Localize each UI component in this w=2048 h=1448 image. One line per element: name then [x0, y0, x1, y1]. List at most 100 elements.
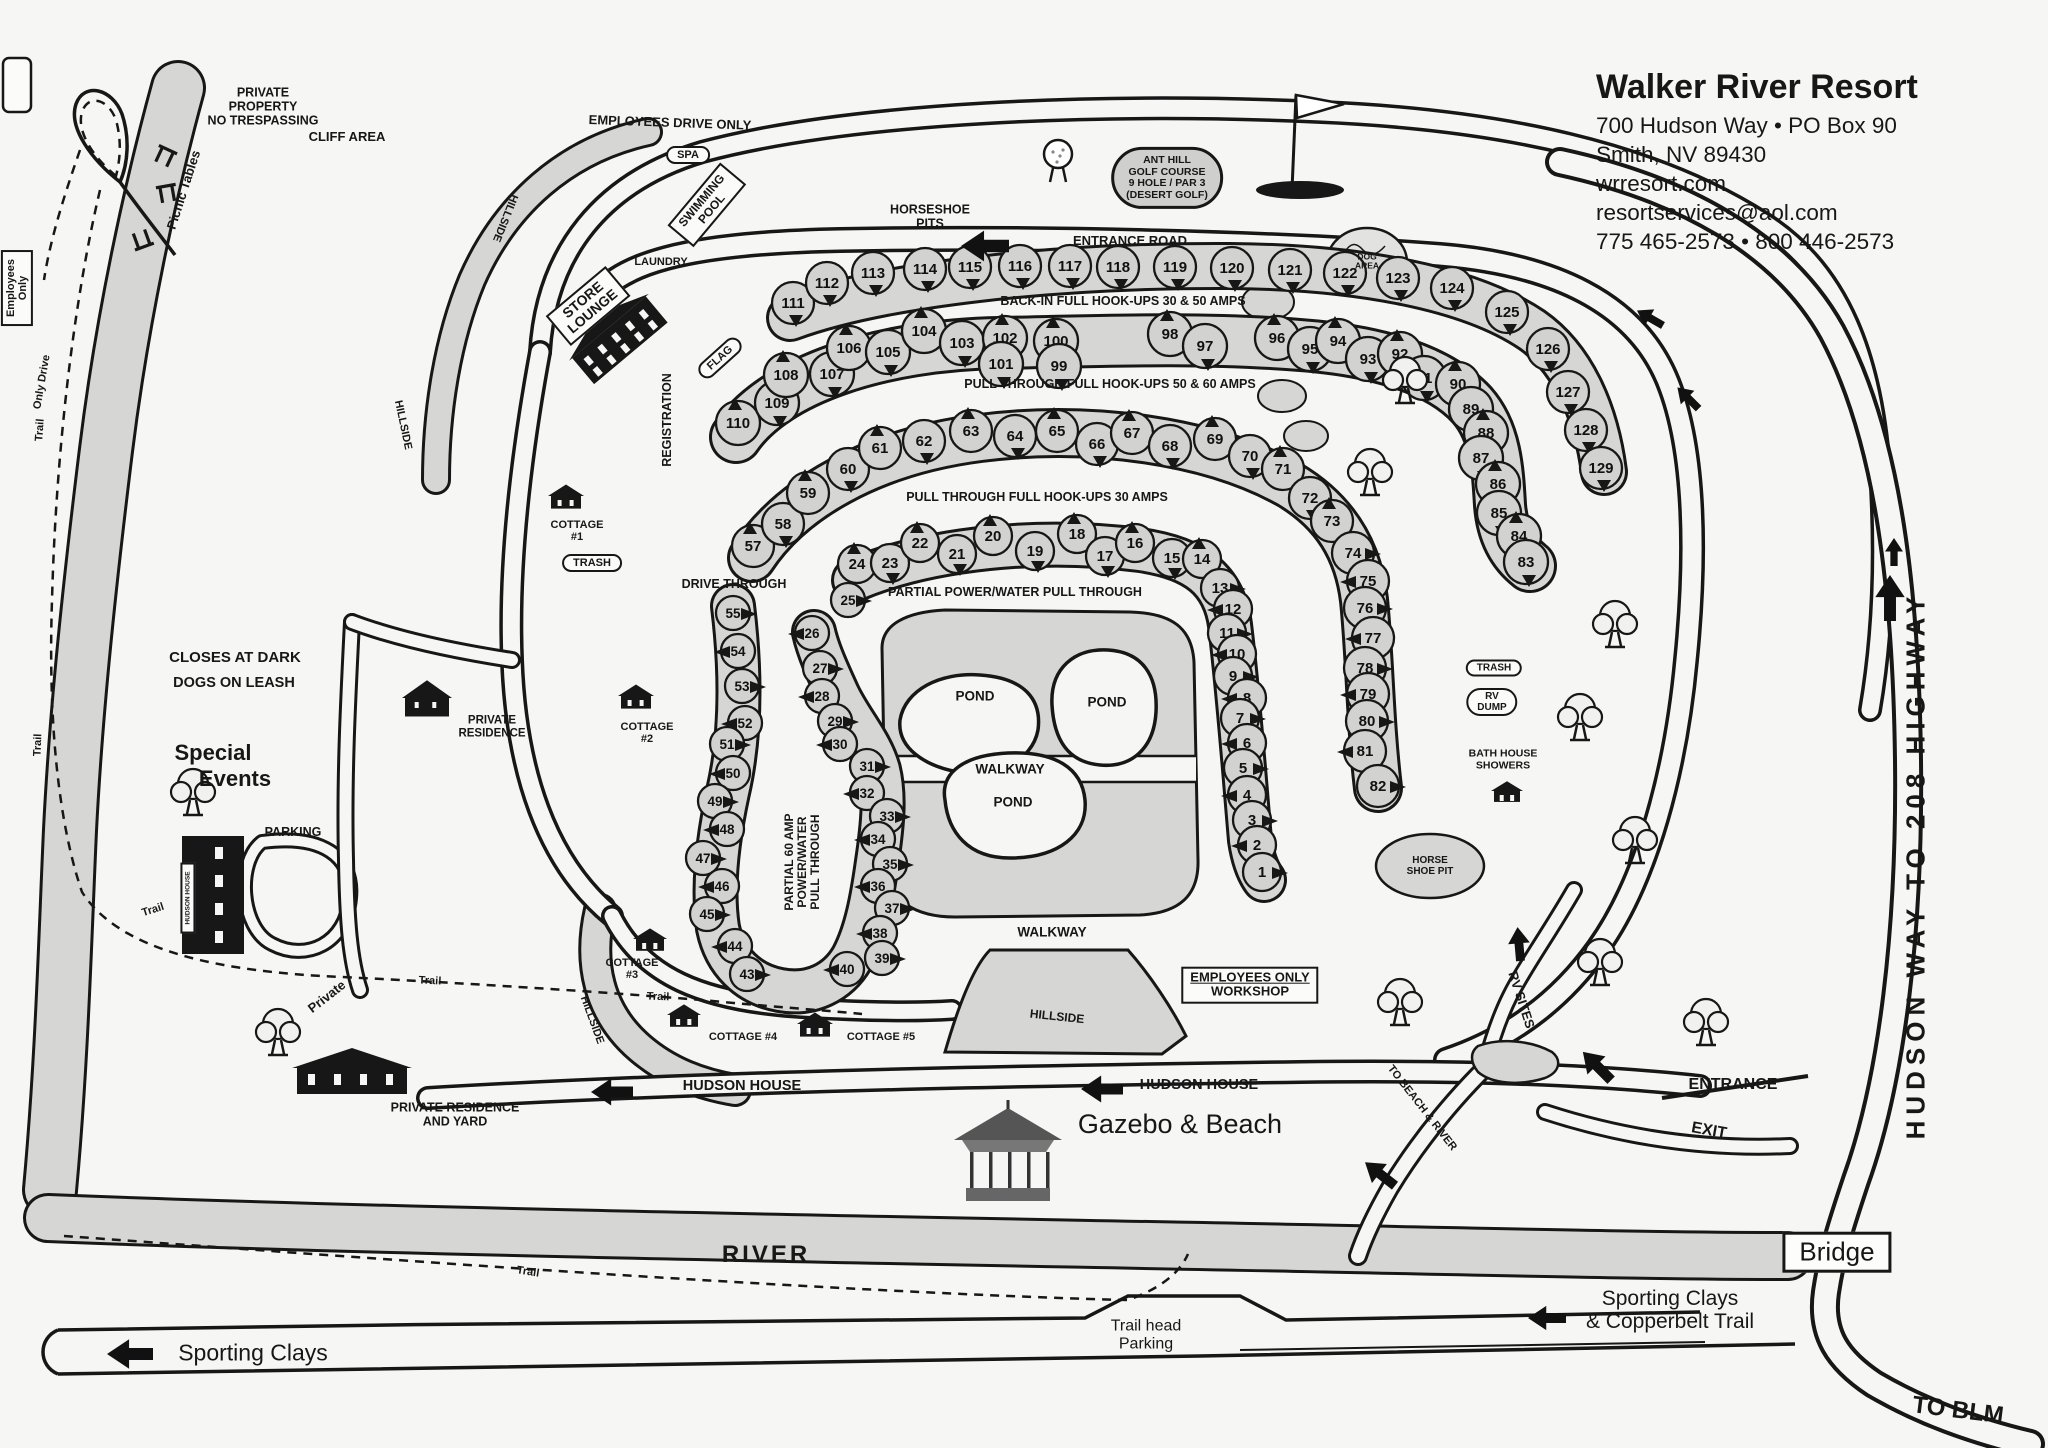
private-residence-building-icon [402, 680, 452, 717]
label-trail-6: Trail [515, 1264, 541, 1280]
svg-text:122: 122 [1332, 265, 1357, 282]
svg-text:44: 44 [727, 939, 743, 954]
site-18: 18 [1056, 512, 1098, 555]
site-58: 58 [760, 501, 806, 548]
svg-text:40: 40 [839, 962, 854, 977]
label-rv-sites: RV SITES [1505, 969, 1538, 1031]
resort-address-line2: Smith, NV 89430 [1596, 142, 1767, 167]
label-hudson-house-e: HUDSON HOUSE [1139, 1077, 1259, 1094]
label-trail-2: Trail [31, 733, 45, 757]
site-108: 108 [762, 350, 810, 399]
site-123: 123 [1375, 255, 1421, 302]
label-picnic-tables: Picnic Tables [163, 148, 204, 232]
site-101: 101 [977, 340, 1025, 389]
label-sporting-copperbelt: Sporting Clays& Copperbelt Trail [1585, 1286, 1755, 1333]
svg-text:59: 59 [800, 485, 817, 502]
site-83: 83 [1502, 538, 1550, 587]
label-laundry: LAUNDRY [634, 255, 688, 268]
store-lounge-building-icon [569, 293, 668, 385]
golf-ball-icon [1042, 138, 1074, 183]
svg-text:118: 118 [1106, 259, 1130, 276]
svg-text:8: 8 [1243, 690, 1251, 707]
svg-text:97: 97 [1197, 338, 1214, 355]
svg-text:29: 29 [827, 714, 842, 729]
svg-text:75: 75 [1360, 573, 1377, 590]
site-59: 59 [785, 469, 831, 516]
svg-text:3: 3 [1248, 812, 1256, 829]
svg-text:103: 103 [949, 335, 974, 352]
label-pond-2: POND [1087, 694, 1127, 710]
tree-icon [1376, 977, 1424, 1027]
icons-layer [107, 93, 1905, 1369]
label-parking: PARKING [264, 825, 322, 840]
label-drive-through: DRIVE THROUGH [681, 577, 787, 592]
svg-text:94: 94 [1330, 333, 1347, 350]
site-76: 76 [1342, 585, 1393, 631]
svg-text:20: 20 [985, 528, 1002, 545]
label-hillside-4: HILLSIDE [1029, 1006, 1085, 1027]
svg-text:54: 54 [730, 644, 746, 659]
site-105: 105 [864, 328, 912, 377]
site-22: 22 [899, 521, 941, 564]
label-special-events-2: Events [198, 765, 272, 791]
svg-text:34: 34 [870, 832, 886, 847]
svg-text:16: 16 [1127, 535, 1144, 552]
site-122: 122 [1322, 250, 1368, 297]
svg-text:28: 28 [814, 689, 830, 704]
site-73: 73 [1309, 497, 1355, 544]
svg-text:107: 107 [819, 366, 844, 383]
label-hillside-1: HILLSIDE [490, 192, 520, 244]
svg-text:81: 81 [1357, 743, 1374, 760]
svg-text:47: 47 [695, 851, 710, 866]
svg-text:24: 24 [849, 556, 866, 573]
svg-text:2: 2 [1253, 837, 1261, 854]
svg-text:71: 71 [1275, 461, 1292, 478]
tree-icon [169, 767, 217, 817]
svg-text:109: 109 [764, 395, 789, 412]
site-40: 40 [823, 950, 866, 988]
site-66: 66 [1074, 421, 1120, 468]
svg-text:31: 31 [859, 759, 875, 774]
site-113: 113 [850, 250, 896, 297]
picnic-table-icon [154, 143, 178, 168]
label-hookups-back-in: BACK-IN FULL HOOK-UPS 30 & 50 AMPS [1000, 294, 1246, 309]
svg-text:95: 95 [1302, 341, 1319, 358]
site-20: 20 [972, 514, 1014, 557]
svg-text:52: 52 [737, 716, 752, 731]
label-exit: EXIT [1690, 1119, 1729, 1143]
site-27: 27 [801, 649, 844, 687]
resort-phone: 775 465-2573 • 800 446-2573 [1596, 229, 1895, 254]
svg-text:36: 36 [870, 879, 886, 894]
svg-text:9: 9 [1229, 668, 1237, 685]
site-19: 19 [1014, 530, 1056, 573]
site-67: 67 [1109, 409, 1155, 456]
label-trash-2: TRASH [1465, 659, 1523, 677]
label-sporting-clays: Sporting Clays [178, 1339, 328, 1366]
resort-website: wrresort.com [1596, 171, 1727, 196]
site-51: 51 [708, 725, 751, 763]
tree-icon [1591, 599, 1639, 649]
site-33: 33 [868, 797, 911, 835]
svg-text:69: 69 [1207, 431, 1224, 448]
svg-text:19: 19 [1027, 543, 1044, 560]
resort-contact-block: Walker River Resort 700 Hudson Way • PO … [1596, 70, 2048, 256]
label-hudson-house-tag: HUDSON HOUSE [180, 862, 196, 934]
entrance-curve-arrow-icon [1582, 1051, 1615, 1084]
svg-text:66: 66 [1089, 436, 1106, 453]
site-121: 121 [1267, 247, 1313, 294]
hudson-house-arrow-west-icon [591, 1078, 633, 1106]
right-road-arrow-2-icon [1677, 387, 1702, 412]
svg-text:7: 7 [1236, 710, 1244, 727]
site-24: 24 [836, 542, 878, 585]
site-47: 47 [684, 839, 727, 877]
site-1: 1 [1241, 851, 1288, 893]
site-48: 48 [703, 810, 746, 848]
label-cottage-1: COTTAGE#1 [550, 518, 604, 543]
svg-text:77: 77 [1365, 630, 1382, 647]
label-cottage-2: COTTAGE#2 [620, 720, 674, 745]
site-125: 125 [1484, 289, 1530, 336]
label-entrance: ENTRANCE [1688, 1076, 1778, 1094]
